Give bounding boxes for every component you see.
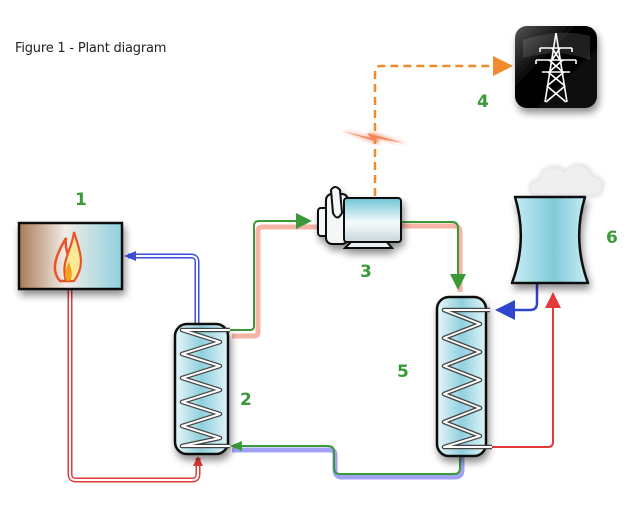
label-component-4: 4 <box>477 92 489 112</box>
pipe-exchanger2-to-boiler <box>124 251 200 325</box>
pipe-exchanger5-to-exchanger2 <box>230 441 465 480</box>
pipe-tower-to-exchanger5 <box>495 284 539 320</box>
transmission-tower-icon <box>515 26 597 108</box>
turbine-generator <box>317 186 402 249</box>
label-component-5: 5 <box>397 362 409 382</box>
pipe-turbine-to-exchanger5 <box>400 221 466 292</box>
lightning-icon <box>340 130 408 144</box>
label-component-1: 1 <box>75 190 87 210</box>
cooling-tower <box>510 195 590 285</box>
label-component-6: 6 <box>606 228 618 248</box>
label-component-2: 2 <box>240 390 252 410</box>
label-component-3: 3 <box>360 262 372 282</box>
electric-line <box>373 56 513 196</box>
flame-icon <box>53 231 82 283</box>
figure-caption: Figure 1 - Plant diagram <box>15 41 167 56</box>
heat-exchanger-5 <box>435 295 492 458</box>
pipe-exchanger5-to-tower <box>492 292 561 448</box>
steam-cloud <box>529 163 605 197</box>
heat-exchanger-2 <box>173 322 230 456</box>
pipe-boiler-to-exchanger2 <box>67 290 203 483</box>
pipe-exchanger2-to-turbine <box>230 213 320 339</box>
